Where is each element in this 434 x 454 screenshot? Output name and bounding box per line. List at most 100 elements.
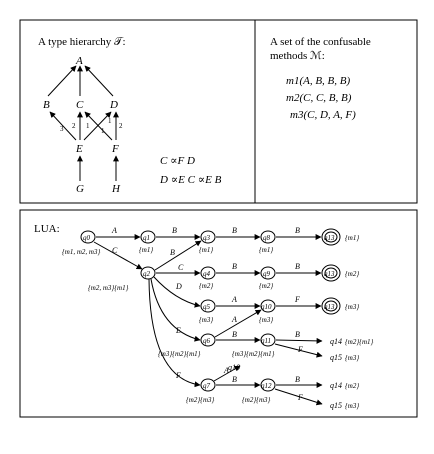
- lua-transition-labels: A C B B C D E F B B A A B A B B B F B F …: [111, 226, 303, 402]
- edge-weight: 1: [86, 122, 90, 130]
- svg-text:q14: q14: [330, 381, 342, 390]
- svg-text:{m2}{m3}: {m2}{m3}: [186, 396, 215, 404]
- svg-text:{m1}: {m1}: [259, 246, 273, 254]
- svg-text:B: B: [232, 226, 237, 235]
- svg-text:q0: q0: [83, 234, 91, 242]
- methods-title-line2: methods ℳ:: [270, 50, 325, 62]
- state-q3: [200, 230, 216, 244]
- state-q2: [140, 266, 156, 280]
- edge-weight: 1: [108, 117, 112, 125]
- svg-text:{m1}: {m1}: [199, 246, 213, 254]
- svg-text:q8: q8: [263, 234, 271, 242]
- svg-text:{m1, m2, m3}: {m1, m2, m3}: [62, 248, 100, 256]
- state-q12: [260, 378, 276, 392]
- svg-text:q6: q6: [203, 337, 211, 345]
- svg-text:C: C: [178, 263, 184, 272]
- relation-1: C ∝F D: [160, 155, 195, 167]
- state-q8: [260, 230, 276, 244]
- svg-text:{m2, m3}{m1}: {m2, m3}{m1}: [88, 284, 129, 292]
- state-q1: [140, 230, 156, 244]
- type-H: H: [111, 183, 121, 195]
- svg-text:q15: q15: [330, 353, 342, 362]
- svg-text:A: A: [231, 295, 237, 304]
- svg-text:F: F: [294, 295, 300, 304]
- svg-text:{m2}: {m2}: [345, 270, 359, 278]
- svg-text:B: B: [232, 330, 237, 339]
- svg-text:{m3}: {m3}: [345, 402, 359, 410]
- svg-text:{m3}: {m3}: [345, 303, 359, 311]
- svg-text:q13: q13: [324, 234, 335, 242]
- svg-text:D: D: [175, 282, 182, 291]
- method-m1: m1(A, B, B, B): [286, 75, 350, 87]
- svg-text:B: B: [172, 226, 177, 235]
- type-A: A: [75, 55, 83, 67]
- type-C: C: [76, 99, 84, 111]
- svg-text:{m3}: {m3}: [345, 354, 359, 362]
- svg-text:F: F: [297, 393, 303, 402]
- state-q15-inner: [324, 300, 338, 312]
- lua-states: [80, 228, 341, 392]
- lua-method-sets: {m1, m2, m3} {m1} {m1} {m1} {m1} {m2, m3…: [62, 234, 374, 410]
- state-q13-inner: [324, 231, 338, 243]
- method-m3: m3(C, D, A, F): [290, 109, 356, 121]
- svg-text:q13: q13: [324, 303, 335, 311]
- svg-text:{m2}{m1}: {m2}{m1}: [345, 338, 374, 346]
- top-panel-frame: [19, 19, 418, 204]
- lua-state-labels: q0 q1 q2 q3 q4 q5 q6 q7 q8 q9 q10 q11 q1…: [83, 234, 342, 410]
- svg-text:q12: q12: [261, 382, 272, 390]
- method-m2: m2(C, C, B, B): [286, 92, 352, 104]
- svg-text:A: A: [231, 315, 237, 324]
- lua-title: LUA:: [34, 223, 60, 235]
- svg-text:{m3}: {m3}: [259, 316, 273, 324]
- state-q0: [80, 230, 96, 244]
- bottom-panel-frame: [19, 209, 418, 418]
- state-q6: [200, 333, 216, 347]
- svg-text:B: B: [295, 262, 300, 271]
- hierarchy-title: A type hierarchy 𝒯:: [38, 36, 126, 48]
- svg-text:q13: q13: [324, 270, 335, 278]
- state-q10: [260, 299, 276, 313]
- svg-text:E: E: [175, 326, 181, 335]
- svg-text:q11: q11: [261, 337, 271, 345]
- hierarchy-edges: [47, 65, 119, 181]
- svg-text:C: C: [112, 246, 118, 255]
- svg-text:{m3}{m2}{m1}: {m3}{m2}{m1}: [232, 350, 275, 358]
- lua-transitions: [93, 234, 323, 406]
- edge-weight: 1: [101, 127, 105, 135]
- svg-text:F: F: [297, 345, 303, 354]
- type-D: D: [109, 99, 118, 111]
- state-q5: [200, 299, 216, 313]
- svg-text:A: A: [223, 366, 229, 375]
- svg-text:A: A: [111, 226, 117, 235]
- svg-text:q15: q15: [330, 401, 342, 410]
- svg-text:B: B: [232, 375, 237, 384]
- relation-2: D ∝E C ∝E B: [159, 174, 222, 186]
- type-F: F: [111, 143, 119, 155]
- svg-text:q2: q2: [143, 270, 151, 278]
- svg-text:q14: q14: [330, 337, 342, 346]
- type-E: E: [75, 143, 83, 155]
- edge-weight: 3: [60, 125, 64, 133]
- svg-text:{m1}: {m1}: [139, 246, 153, 254]
- methods-title-line1: A set of the confusable: [270, 36, 371, 48]
- edge-weight: 2: [72, 122, 76, 130]
- svg-text:{m2}: {m2}: [345, 382, 359, 390]
- edge-weight: 2: [119, 122, 123, 130]
- svg-text:q1: q1: [143, 234, 150, 242]
- state-q11: [260, 333, 276, 347]
- svg-text:B: B: [295, 375, 300, 384]
- svg-text:{m2}: {m2}: [259, 282, 273, 290]
- svg-text:q5: q5: [203, 303, 211, 311]
- svg-text:B: B: [170, 248, 175, 257]
- svg-text:{m2}: {m2}: [199, 282, 213, 290]
- svg-text:B: B: [295, 226, 300, 235]
- svg-text:q10: q10: [261, 303, 272, 311]
- state-q9: [260, 266, 276, 280]
- svg-text:B: B: [232, 262, 237, 271]
- svg-text:q4: q4: [203, 270, 211, 278]
- state-q14-inner: [324, 267, 338, 279]
- svg-text:B: B: [295, 330, 300, 339]
- svg-text:q3: q3: [203, 234, 211, 242]
- svg-text:q7: q7: [203, 382, 211, 390]
